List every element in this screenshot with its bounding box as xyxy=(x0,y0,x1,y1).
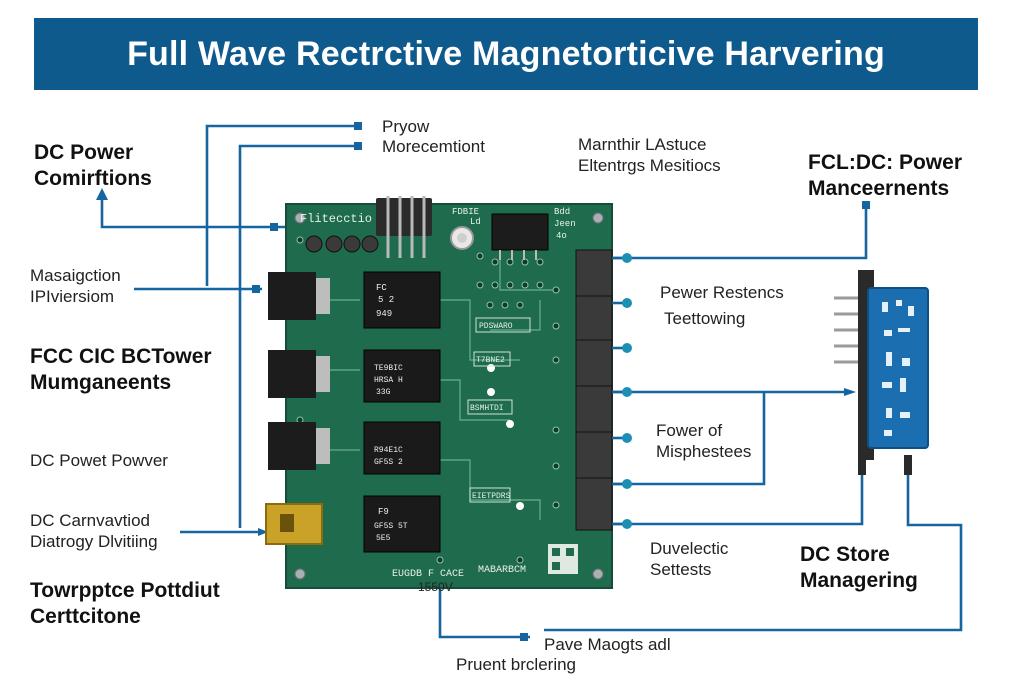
ic1-line: 949 xyxy=(376,309,392,319)
ic2-line: 33G xyxy=(376,388,391,397)
label-marnthir: Marnthir LAstuce Eltentrgs Mesitiocs xyxy=(578,135,721,176)
title-banner: Full Wave Rectrctive Magnetorticive Harv… xyxy=(34,18,978,90)
label-fower-of: Fower of Misphestees xyxy=(656,421,752,462)
top-chip xyxy=(491,213,549,251)
ic-chip xyxy=(363,349,441,403)
label-dc-store: DC Store Managering xyxy=(800,543,918,593)
connector-line xyxy=(578,455,864,526)
connector-line xyxy=(438,580,530,639)
power-transistors xyxy=(268,272,330,470)
connector-line xyxy=(205,124,358,286)
ic1-line: 5 2 xyxy=(378,295,394,305)
pcb-chip2-line: Jeen xyxy=(554,219,576,229)
connector-line xyxy=(544,460,963,632)
pcb-chip2-line: 4o xyxy=(556,231,567,241)
connector-lines xyxy=(100,124,963,639)
label-duvelectic: Duvelectic Settests xyxy=(650,539,729,580)
harvester-module xyxy=(834,270,929,475)
label-dc-powet-power: DC Powet Powver xyxy=(30,451,168,470)
ic-chip xyxy=(363,421,441,475)
connector-line xyxy=(578,392,766,486)
ic4-line: GF5S 5T xyxy=(374,522,408,531)
connector-line xyxy=(100,194,287,229)
pcb-chip1-line: Ld xyxy=(470,217,481,227)
pcb-chip1-line: FDBIE xyxy=(452,207,479,217)
pcb-box-label: PDSWARO xyxy=(479,322,513,331)
ic1-line: FC xyxy=(376,283,387,293)
connector-line xyxy=(578,206,868,260)
pcb-bottom-text: MABARBCM xyxy=(478,565,526,576)
ic2-line: TE9BIC xyxy=(374,364,403,373)
ic4-line: 5E5 xyxy=(376,534,391,543)
voltage-label: 1550V xyxy=(418,580,453,594)
label-morecemtiont: Morecemtiont xyxy=(382,137,485,156)
pcb-bottom-text: EUGDB F CACE xyxy=(392,569,464,580)
connector-line xyxy=(238,144,358,528)
ic3-line: GF5S 2 xyxy=(374,458,403,467)
pcb-chip2-line: Bdd xyxy=(554,207,570,217)
pcb-board: Flitecctio FDBIE Ld Bdd Jeen 4o FC 5 2 9… xyxy=(265,196,632,594)
pcb-box-label: T7BNE2 xyxy=(476,356,505,365)
label-towrpptce: Towrpptce Pottdiut Certtcitone xyxy=(30,579,220,629)
pcb-header-text: Flitecctio xyxy=(300,212,372,226)
connector-endpoints xyxy=(96,122,870,641)
ic2-line: HRSA H xyxy=(374,376,403,385)
ic-chip xyxy=(363,495,441,553)
label-dc-power-conditions: DC Power Comirftions xyxy=(34,141,152,191)
pcb-box-label: BSMHTDI xyxy=(470,404,504,413)
label-pave-maogts: Pave Maogts adl xyxy=(544,635,671,654)
pin-header xyxy=(376,196,432,258)
label-pruent: Pruent brclering xyxy=(456,655,577,674)
ic3-line: R94E1C xyxy=(374,446,403,455)
label-fcl-dc-power: FCL:DC: Power Manceernents xyxy=(808,151,962,201)
label-fcc-tower: FCC CIC BCTower Mumganeents xyxy=(30,345,212,395)
label-power-restencs: Pewer Restencs xyxy=(660,283,784,302)
output-terminal-bank xyxy=(575,249,632,531)
page-title: Full Wave Rectrctive Magnetorticive Harv… xyxy=(127,34,885,73)
ic-chip xyxy=(363,271,441,329)
label-teettowing: Teettowing xyxy=(664,309,746,328)
pcb-box-label: EIETPDRS xyxy=(472,492,511,501)
ic4-line: F9 xyxy=(378,507,389,517)
label-pryow: Pryow xyxy=(382,117,430,136)
label-magnetic-divisions: Masaigction IPIviersiom xyxy=(30,266,121,307)
label-dc-carnvavtiod: DC Carnvavtiod Diatrogy Dlvitiing xyxy=(30,511,158,552)
